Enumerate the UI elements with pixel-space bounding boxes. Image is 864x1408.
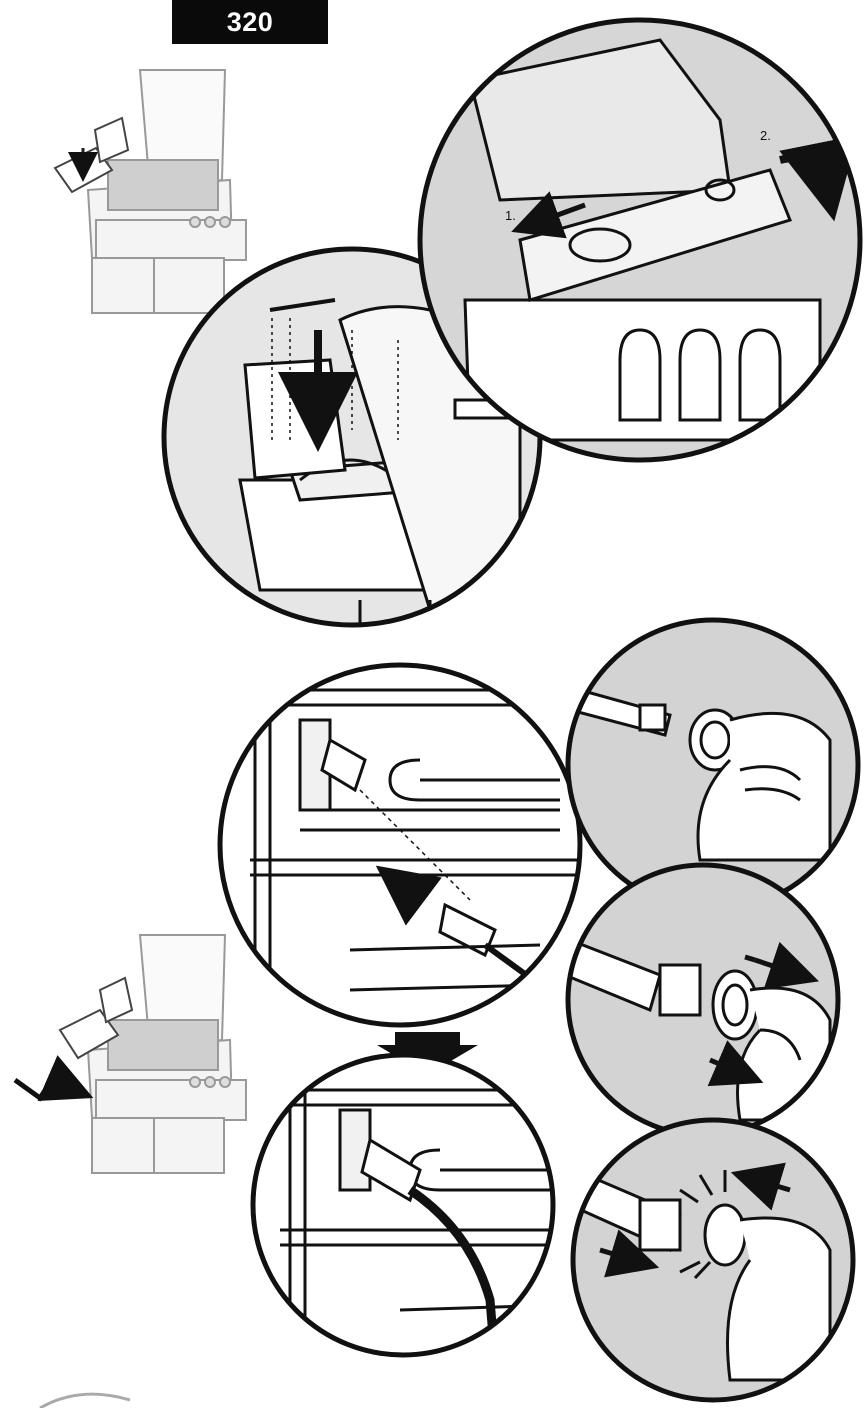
panel-hose-connection <box>220 660 590 1030</box>
step-2-label: 2. <box>760 128 771 143</box>
grill-overview-top <box>55 70 246 313</box>
partial-circle <box>40 1394 130 1408</box>
rotate-arrows-icon <box>15 1080 75 1098</box>
panel-remove-cover: 1. 2. <box>420 20 860 460</box>
panel-snap-connect <box>570 1120 853 1400</box>
panel-pull-sleeve <box>565 865 838 1135</box>
panel-hose-connected <box>253 1055 560 1360</box>
step-1-label: 1. <box>505 208 516 223</box>
grill-overview-bottom <box>60 935 246 1173</box>
